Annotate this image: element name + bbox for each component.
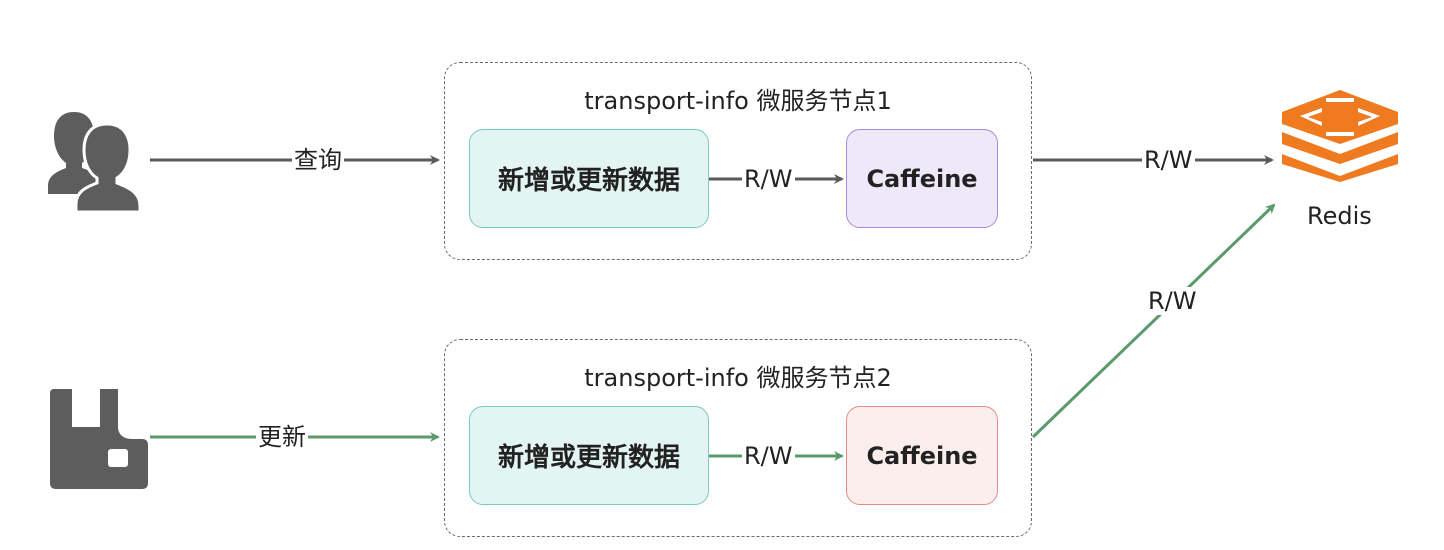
edge-label-update: 更新 — [256, 423, 308, 451]
message-queue-icon — [50, 387, 148, 489]
caffeine-cache-node2: Caffeine — [846, 406, 998, 505]
edge-label-rw-node2-redis: R/W — [1146, 287, 1199, 315]
edge-label-rw-node2-internal: R/W — [742, 442, 795, 470]
process-label-node2: 新增或更新数据 — [497, 443, 680, 473]
process-box-node1: 新增或更新数据 — [469, 129, 709, 228]
caffeine-label-node2: Caffeine — [866, 441, 978, 470]
edge-label-rw-node1-internal: R/W — [742, 165, 795, 193]
edge-node2-redis — [1031, 203, 1276, 439]
redis-label: Redis — [1307, 202, 1372, 230]
caffeine-cache-node1: Caffeine — [846, 129, 998, 228]
process-box-node2: 新增或更新数据 — [469, 406, 709, 505]
service-node-2-title: transport-info 微服务节点2 — [584, 364, 892, 392]
redis-icon — [1282, 90, 1398, 182]
caffeine-label-node1: Caffeine — [866, 164, 978, 193]
service-node-1: transport-info 微服务节点1 — [444, 62, 1032, 260]
edge-label-query: 查询 — [292, 146, 344, 174]
users-icon — [44, 108, 150, 214]
service-node-1-title: transport-info 微服务节点1 — [584, 87, 892, 115]
edge-label-rw-node1-redis: R/W — [1142, 146, 1195, 174]
process-label-node1: 新增或更新数据 — [497, 166, 680, 196]
service-node-2: transport-info 微服务节点2 — [444, 339, 1032, 537]
